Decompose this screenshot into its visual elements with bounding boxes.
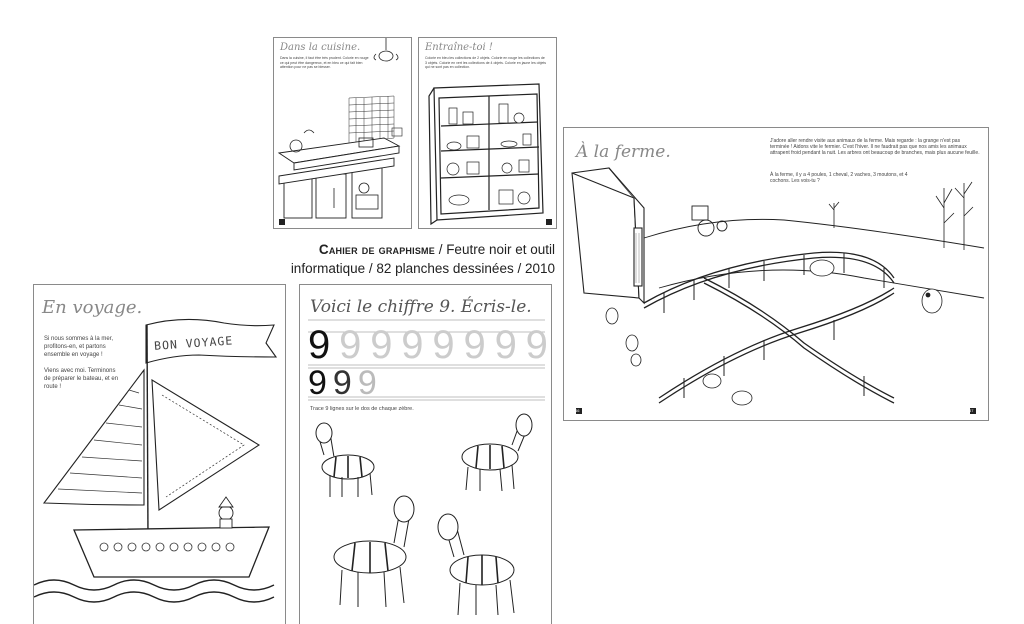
kitchen-worksheet: Dans la cuisine. Dans la cuisine, il fau… [273, 37, 412, 229]
digit-row-2: 9 9 9 [308, 365, 377, 401]
farm-page-number-left: 46 [575, 408, 580, 413]
voyage-prepare-text: Viens avec moi. Terminons de préparer le… [44, 368, 119, 390]
digit-nine-guide: 9 [494, 323, 517, 367]
kitchen-title: Dans la cuisine. [280, 42, 361, 53]
kitchen-illustration [277, 38, 403, 219]
digit-nine-traced: 9 [332, 364, 352, 402]
voyage-title: En voyage. [42, 297, 143, 318]
kitchen-instructions: Dans la cuisine, il faut être très prude… [280, 56, 369, 69]
farm-animals-text: À la ferme, il y a 4 poules, 1 cheval, 2… [770, 172, 908, 184]
farm-story-text: J'adore aller rendre visite aux animaux … [770, 138, 980, 156]
farm-page-number-left-marker [576, 408, 582, 414]
shelves-worksheet: Entraîne-toi ! Colorie en bleu les colle… [418, 37, 557, 229]
farm-title: À la ferme. [576, 142, 671, 162]
shelves-page-number [546, 219, 552, 225]
digit-nine-traced: 9 [308, 364, 327, 402]
zebra-instruction: Trace 9 lignes sur le dos de chaque zèbr… [310, 406, 414, 412]
shelves-instructions: Colorie en bleu les collections de 2 obj… [425, 56, 547, 69]
digit-nine-guide: 9 [463, 323, 486, 367]
farm-page-number-right: 47 [969, 408, 974, 413]
caption-series-title: Cahier de graphisme [318, 242, 435, 257]
voyage-worksheet: En voyage. Si nous sommes à la mer, prof… [33, 284, 286, 624]
caption-details: / Feutre noir et outil informatique / 82… [290, 242, 555, 276]
digit-nine-guide: 9 [401, 323, 424, 367]
writing-lines [308, 319, 545, 401]
digit-nine-guide: 9 [357, 364, 377, 402]
farm-worksheet: À la ferme. J'adore aller rendre visite … [563, 127, 989, 421]
portfolio-caption: Cahier de graphisme / Feutre noir et out… [250, 240, 555, 278]
digit-nine-guide: 9 [339, 323, 362, 367]
number-nine-worksheet: Voici le chiffre 9. Écris-le. 9 9 9 9 9 … [299, 284, 552, 624]
digit-nine-guide: 9 [370, 323, 393, 367]
shelves-title: Entraîne-toi ! [425, 42, 493, 53]
digit-nine-traced: 9 [308, 323, 331, 367]
kitchen-page-number [279, 219, 285, 225]
voyage-sailboat-illustration [34, 318, 278, 603]
digit-row-1: 9 9 9 9 9 9 9 9 [308, 323, 548, 367]
shelves-illustration [428, 83, 544, 226]
digit-nine-guide: 9 [525, 323, 548, 367]
farm-illustration [571, 167, 985, 406]
digit-nine-guide: 9 [432, 323, 455, 367]
voyage-intro-text: Si nous sommes à la mer, profitons-en, e… [44, 336, 114, 358]
farm-page-number-right-marker [970, 408, 976, 414]
zebras-illustration [315, 413, 533, 615]
numbers-title: Voici le chiffre 9. Écris-le. [310, 297, 532, 317]
